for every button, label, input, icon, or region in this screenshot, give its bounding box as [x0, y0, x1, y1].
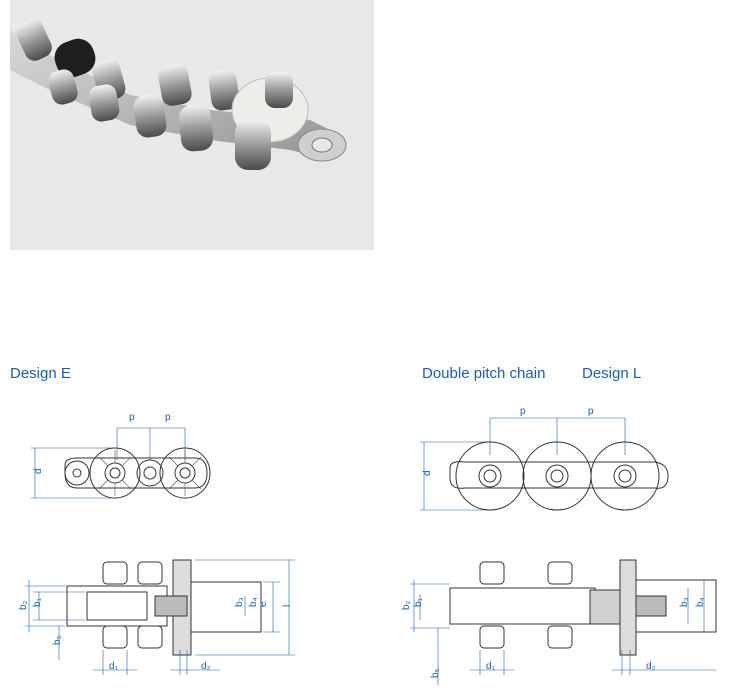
dim-b5-l: b₅ [430, 668, 441, 678]
dim-p-l-right: p [588, 406, 594, 417]
dim-b3-l: b₃ [679, 597, 690, 607]
heading-design-l: Design L [582, 365, 642, 382]
dim-p-left: p [129, 412, 135, 423]
dim-b2-e: b₂ [18, 600, 29, 610]
dim-b4-e: b₄ [248, 597, 259, 607]
dim-d-right: d [422, 470, 433, 476]
dim-d2-l: d₂ [646, 661, 656, 672]
heading-double-pitch-chain: Double pitch chain [422, 365, 546, 382]
design-l-side-view: p p d [410, 400, 690, 535]
dim-b4-l: b₄ [695, 597, 706, 607]
dim-b1-e: b₁ [32, 597, 43, 607]
dim-b2-l: b₂ [401, 600, 412, 610]
dim-d1-e: d₁ [109, 661, 119, 672]
dim-b5-e: b₅ [52, 635, 63, 645]
dim-b1-l: b₁ [413, 597, 424, 607]
design-e-top-view: b₂ b₁ b₅ e b₃ b₄ l d₁ d₂ [5, 550, 305, 698]
dim-l: l [282, 605, 293, 607]
dim-b3-e: b₃ [234, 597, 245, 607]
design-e-side-view: p p d [25, 400, 255, 535]
dim-p-right: p [165, 412, 171, 423]
design-l-top-view: b₂ b₁ b₅ b₃ b₄ d₁ d₂ [390, 550, 720, 698]
dim-d1-l: d₁ [486, 661, 496, 672]
heading-design-e: Design E [10, 365, 71, 382]
dim-d-left: d [33, 468, 44, 474]
dim-e: e [258, 601, 269, 607]
dim-p-l-left: p [520, 406, 526, 417]
chain-product-photo [10, 0, 374, 250]
dim-d2-e: d₂ [201, 661, 211, 672]
